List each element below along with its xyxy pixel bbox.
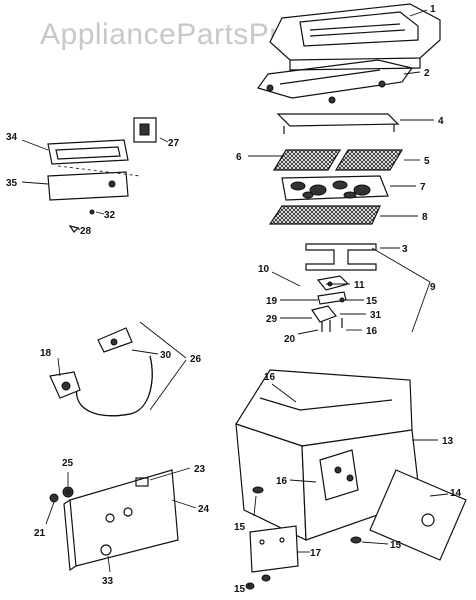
callout-16-upper: 16	[366, 326, 378, 337]
callout-30: 30	[160, 350, 172, 361]
part-lava-rock	[281, 175, 389, 201]
callout-19: 19	[266, 296, 278, 307]
callout-23: 23	[194, 464, 206, 475]
callout-8: 8	[422, 212, 428, 223]
callout-14: 14	[450, 488, 462, 499]
callout-35: 35	[6, 178, 18, 189]
callout-13: 13	[442, 436, 454, 447]
callout-11: 11	[354, 280, 365, 291]
callout-21: 21	[34, 528, 46, 539]
callout-29: 29	[266, 314, 278, 325]
part-hose-regulator	[49, 327, 153, 417]
callout-5: 5	[424, 156, 430, 167]
part-burner	[305, 243, 377, 271]
callout-34: 34	[6, 132, 18, 143]
part-cooking-grids	[272, 149, 404, 171]
callout-15-upper: 15	[366, 296, 378, 307]
callout-32: 32	[104, 210, 116, 221]
callout-20: 20	[284, 334, 296, 345]
callout-24: 24	[198, 504, 210, 515]
callout-26: 26	[190, 354, 202, 365]
callout-1: 1	[430, 4, 436, 15]
callout-25: 25	[62, 458, 74, 469]
callout-2: 2	[424, 68, 430, 79]
callout-33: 33	[102, 576, 114, 587]
callout-28: 28	[80, 226, 92, 237]
callout-16-lower: 16	[276, 476, 288, 487]
leader-lines	[21, 9, 449, 587]
callout-7: 7	[420, 182, 426, 193]
part-firebox	[235, 369, 467, 561]
part-lid	[269, 3, 441, 71]
callout-15-bottom: 15	[234, 584, 246, 595]
part-side-shelf	[47, 117, 157, 233]
callout-9: 9	[430, 282, 436, 293]
callout-4: 4	[438, 116, 444, 127]
callout-6: 6	[236, 152, 242, 163]
callout-10: 10	[258, 264, 270, 275]
part-shield-plate	[245, 525, 299, 590]
part-lid-frame	[257, 59, 414, 104]
callouts: 1 2 3 4 5 6 7 8 9 10 11 19 15 29 31 20 1…	[6, 4, 462, 595]
callout-18: 18	[40, 348, 52, 359]
callout-3: 3	[402, 244, 408, 255]
part-rock-grate	[268, 205, 381, 225]
part-control-panel	[49, 469, 179, 572]
callout-27: 27	[168, 138, 180, 149]
callout-31: 31	[370, 310, 382, 321]
callout-15-right: 15	[390, 540, 402, 551]
part-warming-rack	[276, 113, 400, 134]
callout-15-left: 15	[234, 522, 246, 533]
callout-17: 17	[310, 548, 322, 559]
callout-16-firebox: 16	[264, 372, 276, 383]
